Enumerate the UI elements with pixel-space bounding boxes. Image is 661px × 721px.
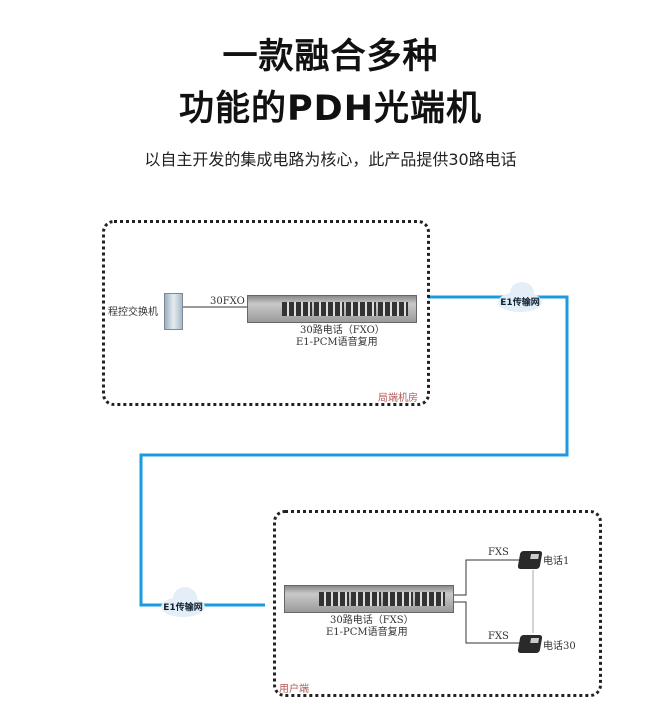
exchange-cabinet-icon <box>164 293 183 330</box>
exchange-label: 程控交换机 <box>108 307 158 318</box>
phone-1-label: 电话1 <box>543 556 570 567</box>
pcm-device-fxs <box>284 585 454 613</box>
e1-network-cloud-bottom: E1传输网 <box>157 587 209 617</box>
network-label: E1传输网 <box>500 298 540 308</box>
fxs-device-label-2: E1-PCM语音复用 <box>326 627 408 638</box>
phone-icon-30 <box>517 635 543 653</box>
title-line-1: 一款融合多种 <box>222 37 439 77</box>
central-office-box <box>102 220 430 406</box>
fxs-device-label-1: 30路电话（FXS） <box>330 615 414 626</box>
fxo-link-label: 30FXO <box>210 296 245 307</box>
fxo-device-label-1: 30路电话（FXO） <box>300 325 385 336</box>
network-label: E1传输网 <box>163 603 203 613</box>
phone-icon-1 <box>517 551 543 569</box>
fxs-label-1: FXS <box>488 547 509 558</box>
pcm-device-fxo <box>247 295 417 323</box>
e1-network-cloud-top: E1传输网 <box>494 282 546 312</box>
phone-30-label: 电话30 <box>543 641 576 652</box>
fxs-line-1 <box>452 559 520 596</box>
fxs-line-30 <box>452 601 520 644</box>
fxs-label-30: FXS <box>488 631 509 642</box>
title-line-2: 功能的PDH光端机 <box>179 89 482 129</box>
user-site-box <box>273 510 602 697</box>
fxo-device-label-2: E1-PCM语音复用 <box>296 337 378 348</box>
user-site-label: 用户端 <box>279 684 309 695</box>
subtitle: 以自主开发的集成电路为核心，此产品提供30路电话 <box>144 150 517 169</box>
central-office-label: 局端机房 <box>378 393 418 404</box>
